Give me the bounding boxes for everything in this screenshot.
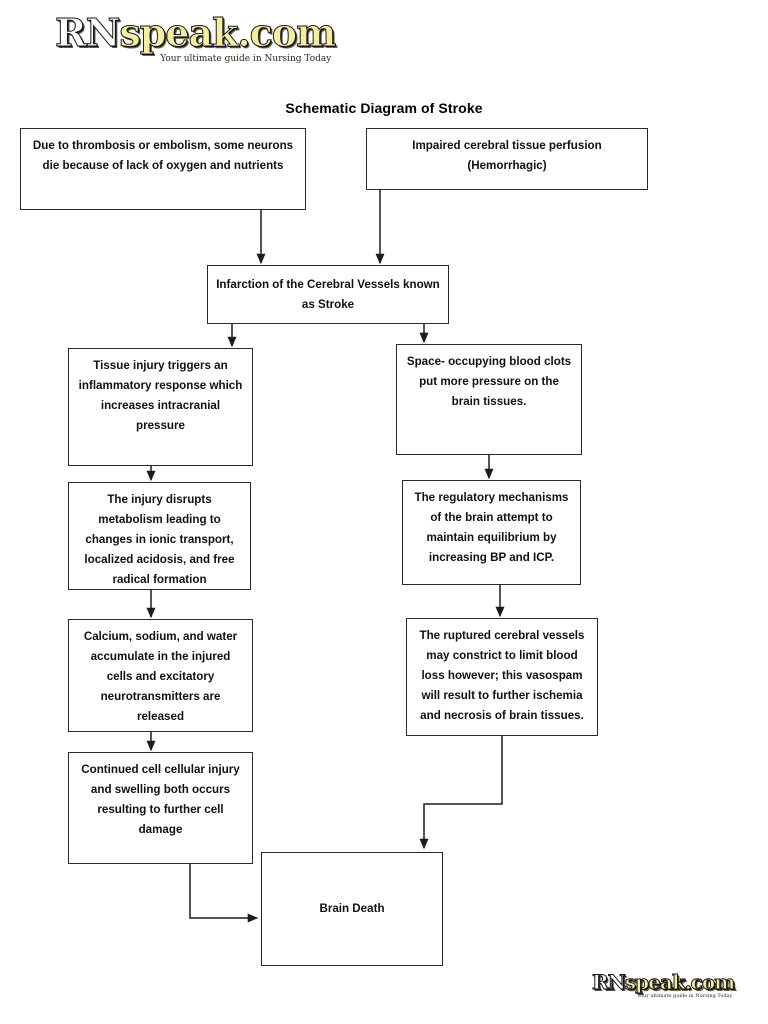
node-thrombosis-embolism: Due to thrombosis or embolism, some neur…: [20, 128, 306, 210]
node-calcium-sodium-water: Calcium, sodium, and water accumulate in…: [68, 619, 253, 732]
node-thrombosis-embolism-text: Due to thrombosis or embolism, some neur…: [32, 139, 294, 172]
logo-rn-text-footer: RN: [592, 970, 627, 994]
node-injury-disrupts-metabolism-text: The injury disrupts metabolism leading t…: [84, 493, 235, 586]
logo-wordmark-footer: RNspeak.com: [592, 970, 736, 994]
node-tissue-injury: Tissue injury triggers an inflammatory r…: [68, 348, 253, 466]
node-tissue-injury-text: Tissue injury triggers an inflammatory r…: [78, 359, 243, 432]
logo-speak-text-footer: speak.com: [624, 970, 735, 994]
node-continued-cell-injury-text: Continued cell cellular injury and swell…: [81, 763, 240, 836]
node-brain-death: Brain Death: [261, 852, 443, 966]
node-impaired-perfusion: Impaired cerebral tissue perfusion (Hemo…: [366, 128, 648, 190]
node-space-occupying-clots-text: Space- occupying blood clots put more pr…: [406, 355, 572, 408]
logo-rn-text: RN: [54, 10, 120, 55]
node-infarction-stroke: Infarction of the Cerebral Vessels known…: [207, 265, 449, 324]
rnspeak-logo-footer: RNspeak.com Your ultimate guide in Nursi…: [592, 970, 736, 999]
logo-tagline-footer: Your ultimate guide in Nursing Today: [637, 993, 733, 999]
node-ruptured-vessels-text: The ruptured cerebral vessels may constr…: [419, 629, 585, 722]
page-title: Schematic Diagram of Stroke: [285, 100, 483, 116]
logo-wordmark: RNspeak.com: [54, 13, 336, 52]
node-brain-death-text: Brain Death: [319, 902, 385, 916]
node-continued-cell-injury: Continued cell cellular injury and swell…: [68, 752, 253, 864]
edge-continued-to-brain-death: [189, 864, 259, 923]
node-regulatory-mechanisms-text: The regulatory mechanisms of the brain a…: [414, 491, 569, 564]
node-space-occupying-clots: Space- occupying blood clots put more pr…: [396, 344, 582, 455]
edge-ruptured-to-brain-death: [419, 736, 503, 850]
node-impaired-perfusion-text: Impaired cerebral tissue perfusion (Hemo…: [412, 139, 602, 172]
node-infarction-stroke-text: Infarction of the Cerebral Vessels known…: [216, 277, 440, 311]
node-injury-disrupts-metabolism: The injury disrupts metabolism leading t…: [68, 482, 251, 590]
node-regulatory-mechanisms: The regulatory mechanisms of the brain a…: [402, 480, 581, 585]
logo-speak-text: speak.com: [119, 10, 337, 55]
node-ruptured-vessels: The ruptured cerebral vessels may constr…: [406, 618, 598, 736]
node-calcium-sodium-water-text: Calcium, sodium, and water accumulate in…: [83, 630, 238, 723]
logo-tagline: Your ultimate guide in Nursing Today: [160, 54, 332, 64]
rnspeak-logo-header: RNspeak.com Your ultimate guide in Nursi…: [54, 13, 336, 64]
